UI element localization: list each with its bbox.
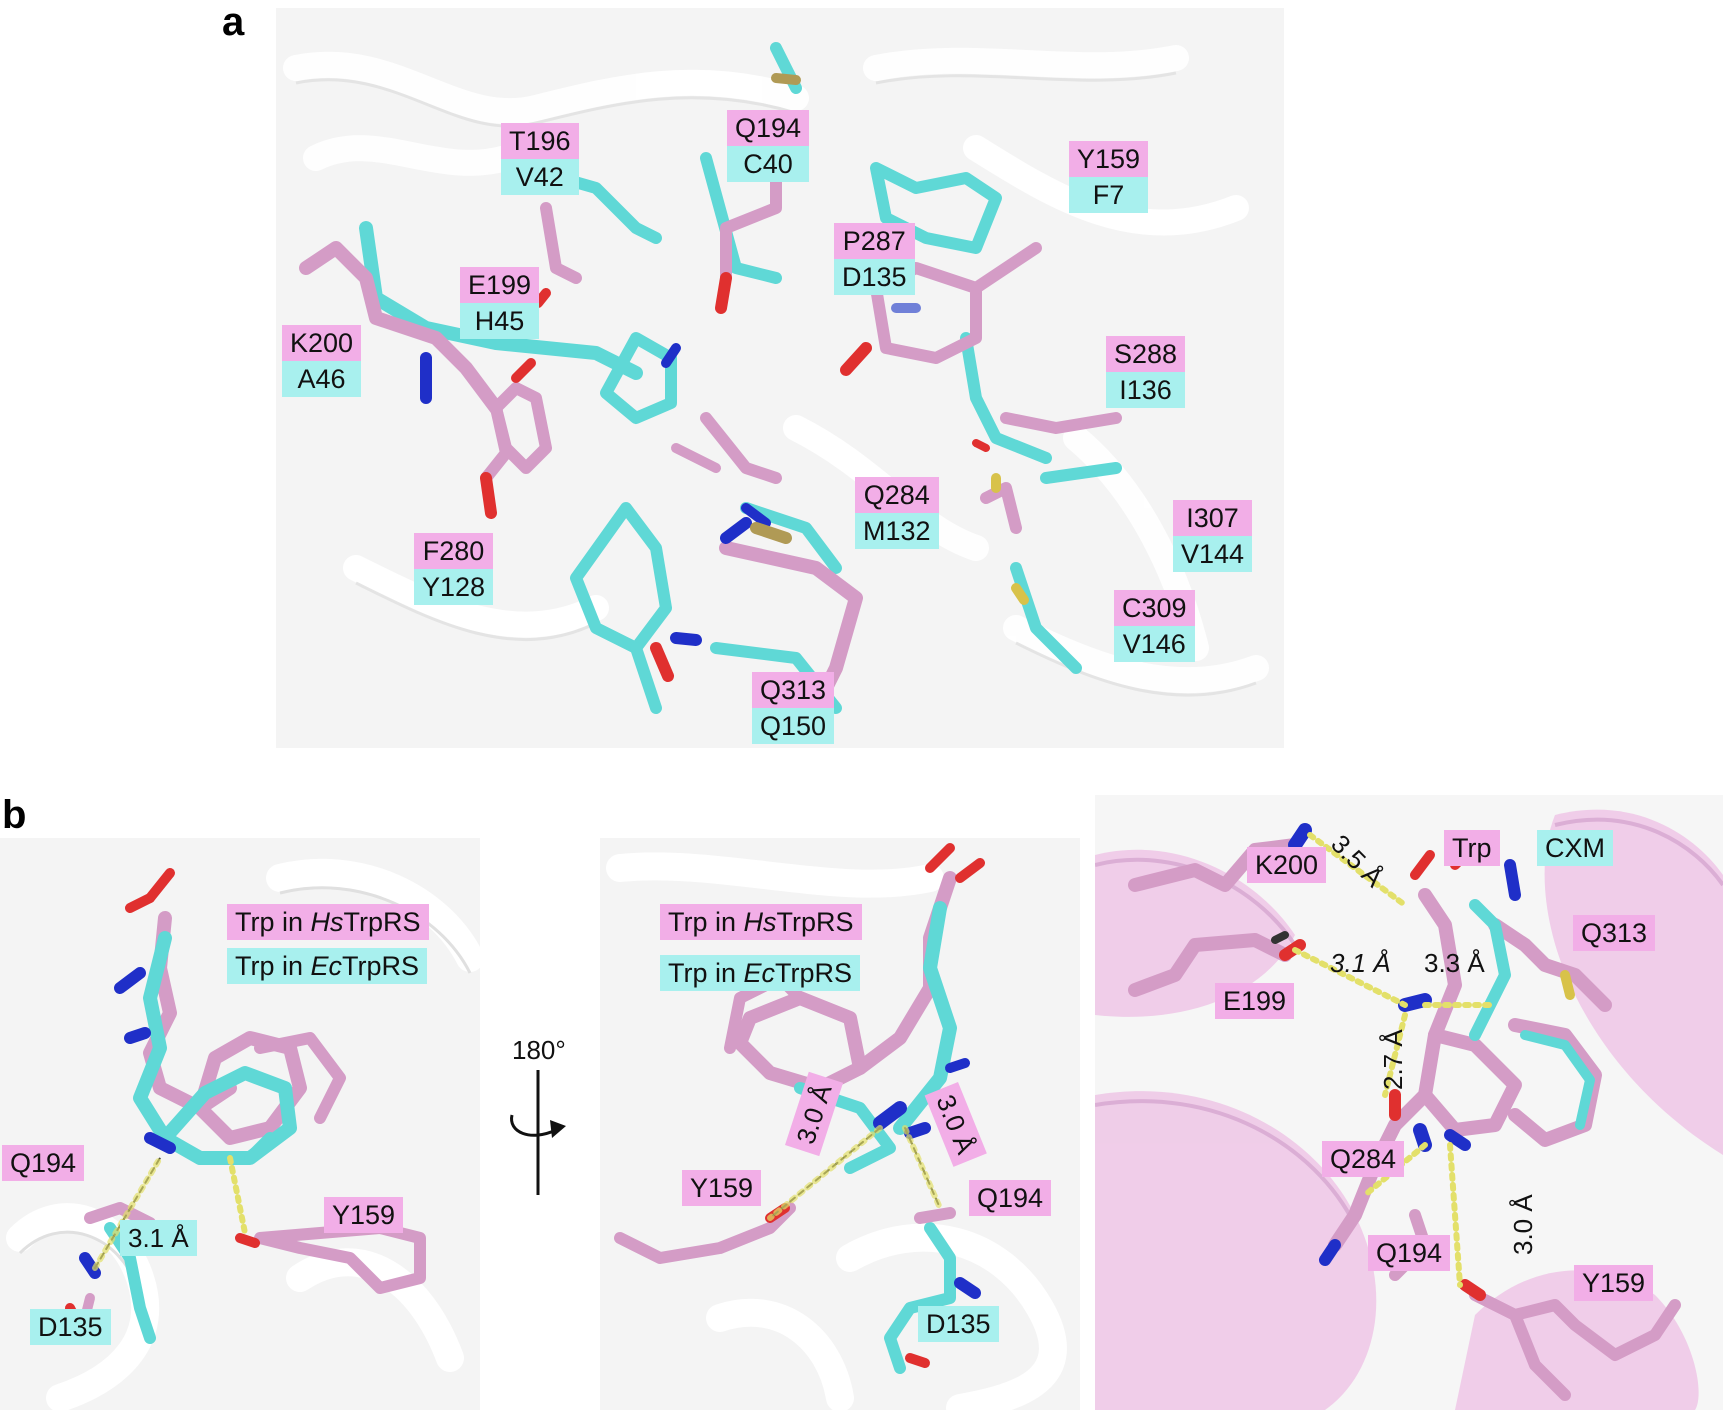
legend-b-right-ec: Trp in EcTrpRS bbox=[660, 955, 861, 991]
legend-b-right-hs: Trp in HsTrpRS bbox=[660, 904, 862, 940]
label-c-q194: Q194 bbox=[1368, 1235, 1451, 1271]
legend-b-hs: Trp in HsTrpRS bbox=[227, 904, 429, 940]
label-c-k200: K200 bbox=[1247, 847, 1327, 883]
panel-b-letter: b bbox=[2, 793, 27, 837]
label-hs-y159: Y159 bbox=[1069, 141, 1149, 177]
panel-a-letter: a bbox=[222, 0, 245, 44]
label-s288-i136: S288 I136 bbox=[1106, 336, 1186, 408]
distance-c-q313: 3.3 Å bbox=[1424, 948, 1485, 978]
legend-b-right-ec-italic: Ec bbox=[743, 958, 776, 988]
label-ec-v146: V146 bbox=[1114, 626, 1195, 662]
label-b-right-d135: D135 bbox=[918, 1306, 999, 1342]
label-b-right-q194: Q194 bbox=[969, 1180, 1052, 1216]
legend-b-hs-prefix: Trp in bbox=[235, 907, 311, 937]
distance-c-e199: 3.1 Å bbox=[1330, 948, 1391, 978]
label-b-left-q194: Q194 bbox=[2, 1145, 85, 1181]
label-ec-h45: H45 bbox=[460, 303, 540, 339]
legend-b-ec: Trp in EcTrpRS bbox=[227, 948, 428, 984]
legend-b-right-hs-prefix: Trp in bbox=[668, 907, 744, 937]
label-b-left-y159: Y159 bbox=[324, 1197, 404, 1233]
label-b-left-d135: D135 bbox=[30, 1309, 111, 1345]
label-ec-v144: V144 bbox=[1173, 536, 1253, 572]
legend-c-trp: Trp bbox=[1444, 830, 1500, 866]
label-f280-y128: F280 Y128 bbox=[414, 533, 494, 605]
label-hs-i307: I307 bbox=[1173, 500, 1253, 536]
panel-c-svg bbox=[1095, 795, 1723, 1410]
label-hs-f280: F280 bbox=[414, 533, 494, 569]
label-hs-k200: K200 bbox=[282, 325, 362, 361]
legend-b-right-hs-italic: Hs bbox=[743, 907, 777, 937]
label-q194-c40: Q194 C40 bbox=[727, 110, 810, 182]
label-ec-v42: V42 bbox=[501, 159, 579, 195]
label-c-q313: Q313 bbox=[1573, 915, 1656, 951]
label-ec-i136: I136 bbox=[1106, 372, 1186, 408]
label-hs-q194: Q194 bbox=[727, 110, 810, 146]
legend-b-ec-italic: Ec bbox=[310, 951, 343, 981]
distance-b-left: 3.1 Å bbox=[120, 1220, 197, 1256]
label-hs-q313: Q313 bbox=[752, 672, 835, 708]
label-b-right-y159: Y159 bbox=[682, 1170, 762, 1206]
label-i307-v144: I307 V144 bbox=[1173, 500, 1253, 572]
label-hs-c309: C309 bbox=[1114, 590, 1195, 626]
label-hs-t196: T196 bbox=[501, 123, 579, 159]
legend-b-hs-italic: Hs bbox=[310, 907, 344, 937]
label-c-e199: E199 bbox=[1215, 983, 1295, 1019]
label-ec-d135: D135 bbox=[834, 259, 915, 295]
label-c-y159: Y159 bbox=[1574, 1265, 1654, 1301]
rotation-arrow-icon bbox=[510, 1070, 566, 1195]
label-ec-q150: Q150 bbox=[752, 708, 835, 744]
legend-b-right-hs-suffix: TrpRS bbox=[776, 907, 854, 937]
legend-b-ec-suffix: TrpRS bbox=[342, 951, 420, 981]
label-ec-m132: M132 bbox=[855, 513, 939, 549]
label-hs-p287: P287 bbox=[834, 223, 915, 259]
legend-b-right-ec-suffix: TrpRS bbox=[775, 958, 853, 988]
label-q284-m132: Q284 M132 bbox=[855, 477, 939, 549]
label-p287-d135: P287 D135 bbox=[834, 223, 915, 295]
distance-c-q284: 2.7 Å bbox=[1378, 1029, 1408, 1090]
distance-c-y159: 3.0 Å bbox=[1508, 1194, 1538, 1255]
panel-c-structure bbox=[1095, 795, 1723, 1410]
label-c309-v146: C309 V146 bbox=[1114, 590, 1195, 662]
label-y159-f7: Y159 F7 bbox=[1069, 141, 1149, 213]
label-ec-y128: Y128 bbox=[414, 569, 494, 605]
label-ec-f7: F7 bbox=[1069, 177, 1149, 213]
label-k200-a46: K200 A46 bbox=[282, 325, 362, 397]
label-c-q284: Q284 bbox=[1322, 1141, 1405, 1177]
label-q313-q150: Q313 Q150 bbox=[752, 672, 835, 744]
legend-b-hs-suffix: TrpRS bbox=[343, 907, 421, 937]
label-hs-q284: Q284 bbox=[855, 477, 939, 513]
rotation-label: 180° bbox=[512, 1035, 566, 1065]
legend-c-cxm: CXM bbox=[1537, 830, 1613, 866]
label-e199-h45: E199 H45 bbox=[460, 267, 540, 339]
label-ec-c40: C40 bbox=[727, 146, 810, 182]
label-hs-e199: E199 bbox=[460, 267, 540, 303]
legend-b-right-ec-prefix: Trp in bbox=[668, 958, 744, 988]
label-hs-s288: S288 bbox=[1106, 336, 1186, 372]
label-ec-a46: A46 bbox=[282, 361, 362, 397]
legend-b-ec-prefix: Trp in bbox=[235, 951, 311, 981]
label-t196-v42: T196 V42 bbox=[501, 123, 579, 195]
